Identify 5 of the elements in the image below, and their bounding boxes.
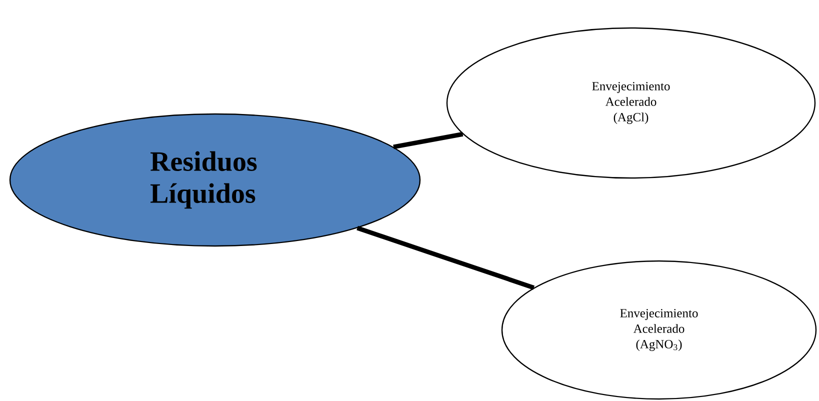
- ellipse-node: Envejecimiento Acelerado (AgCl): [446, 27, 816, 179]
- ellipse-node: Envejecimiento Acelerado (AgNO$_{3}$): [501, 260, 817, 400]
- connector-line: [393, 132, 464, 150]
- connector-line: [356, 226, 535, 290]
- ellipse-node: Residuos Líquidos: [9, 113, 421, 247]
